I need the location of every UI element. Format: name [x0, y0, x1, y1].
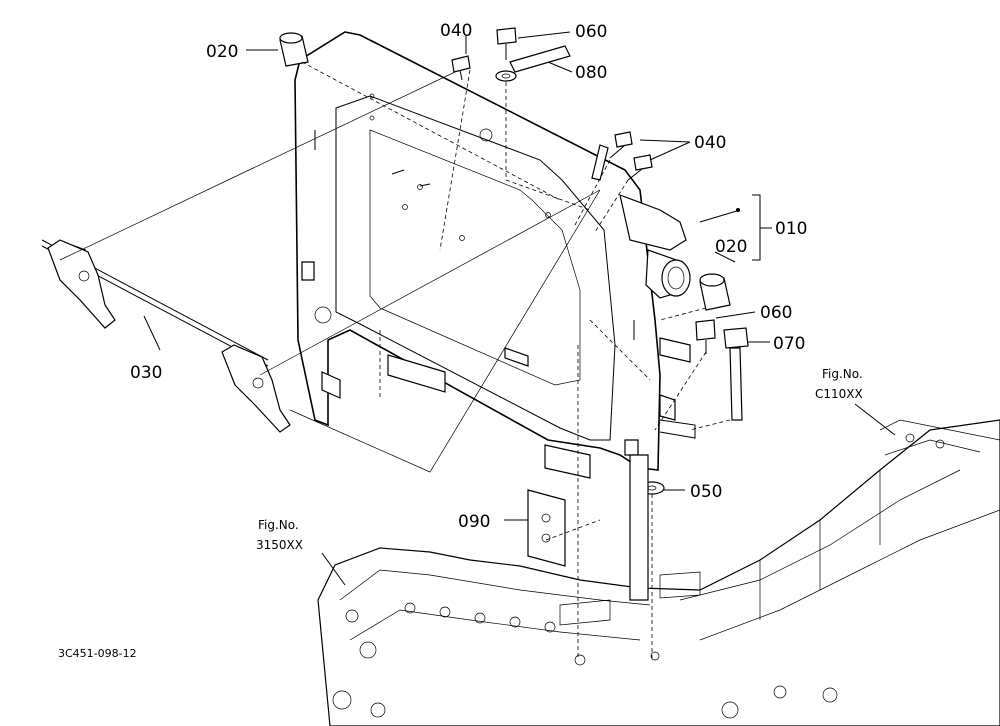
strap-080	[509, 45, 571, 73]
shaft-assembly	[591, 144, 696, 439]
fig-ref-2-label: Fig.No.	[258, 518, 299, 532]
callout-070: 070	[773, 334, 805, 354]
callout-090: 090	[458, 512, 490, 532]
fig-ref-1-label: Fig.No.	[822, 367, 863, 381]
transmission-housing	[317, 419, 1000, 726]
drawing-code: 3C451-098-12	[58, 647, 137, 660]
callout-010: 010	[775, 219, 807, 239]
washer-top	[495, 70, 517, 82]
callout-020-right: 020	[715, 237, 747, 257]
fig-ref-2-code: 3150XX	[256, 538, 303, 552]
main-bracket-plate	[294, 31, 661, 479]
callout-040-top: 040	[440, 21, 472, 41]
bushing-right	[699, 273, 731, 311]
callout-050: 050	[690, 482, 722, 502]
bolt-060-top	[496, 27, 517, 60]
assembly-lines	[301, 61, 731, 660]
support-bar	[629, 454, 649, 601]
bolt-070	[723, 327, 749, 421]
callout-060-right: 060	[760, 303, 792, 323]
bolt-060-right	[695, 319, 716, 354]
bushing-top	[279, 32, 309, 67]
callout-020-top: 020	[206, 42, 238, 62]
plate-090	[527, 489, 566, 567]
callout-030: 030	[130, 363, 162, 383]
bolt-040-right-b	[627, 154, 653, 181]
callout-060-top: 060	[575, 22, 607, 42]
callout-080: 080	[575, 63, 607, 83]
bolt-040-top	[451, 55, 471, 81]
linkage-rod	[41, 239, 291, 433]
construction-lines	[59, 71, 601, 473]
bolt-040-right-a	[609, 131, 633, 159]
callout-040-right: 040	[694, 133, 726, 153]
leader-lines	[143, 31, 896, 586]
fig-ref-1-code: C110XX	[815, 387, 863, 401]
